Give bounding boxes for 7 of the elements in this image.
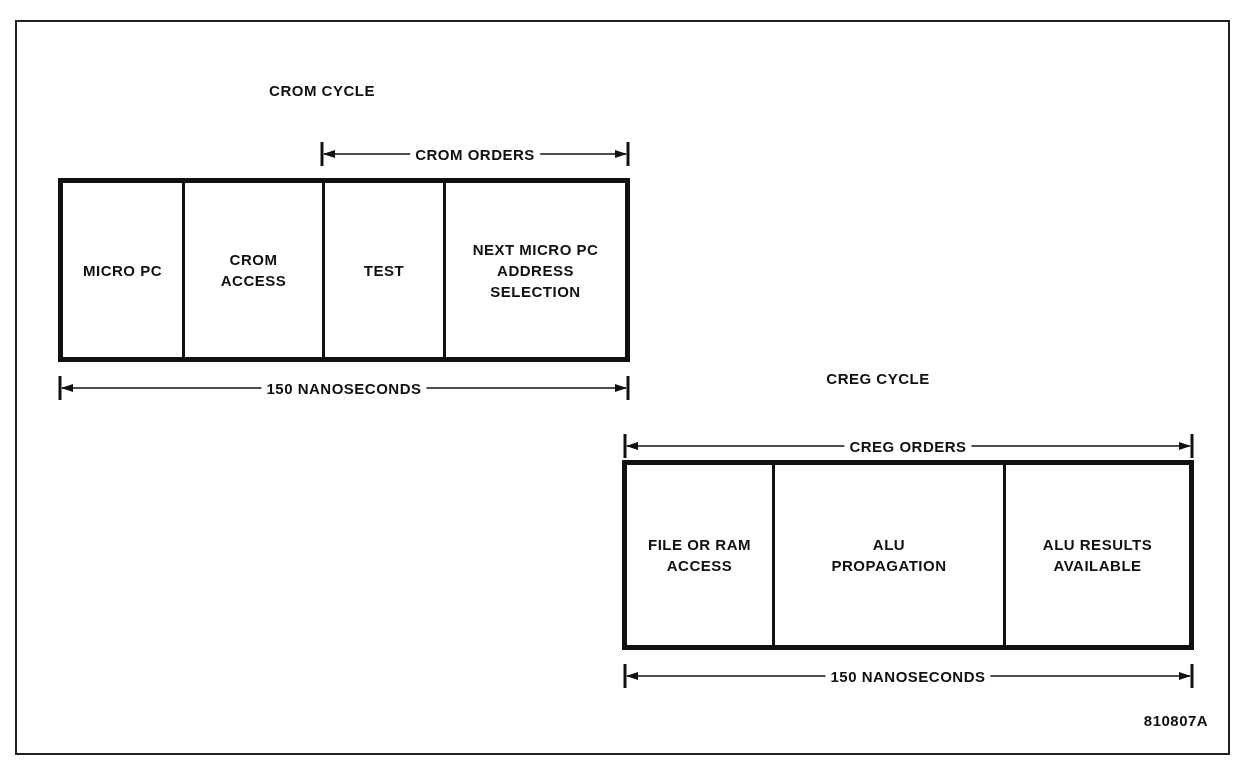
segment-label: MICRO PC	[83, 260, 162, 281]
segment-label: FILE OR RAM ACCESS	[647, 535, 752, 576]
segment-label: NEXT MICRO PC ADDRESS SELECTION	[471, 239, 600, 302]
segment-label: ALU RESULTS AVAILABLE	[1041, 535, 1154, 576]
segment-label: CROM ACCESS	[219, 250, 288, 291]
segment-label: TEST	[363, 260, 405, 281]
segment-label: ALU PROPAGATION	[830, 535, 948, 576]
